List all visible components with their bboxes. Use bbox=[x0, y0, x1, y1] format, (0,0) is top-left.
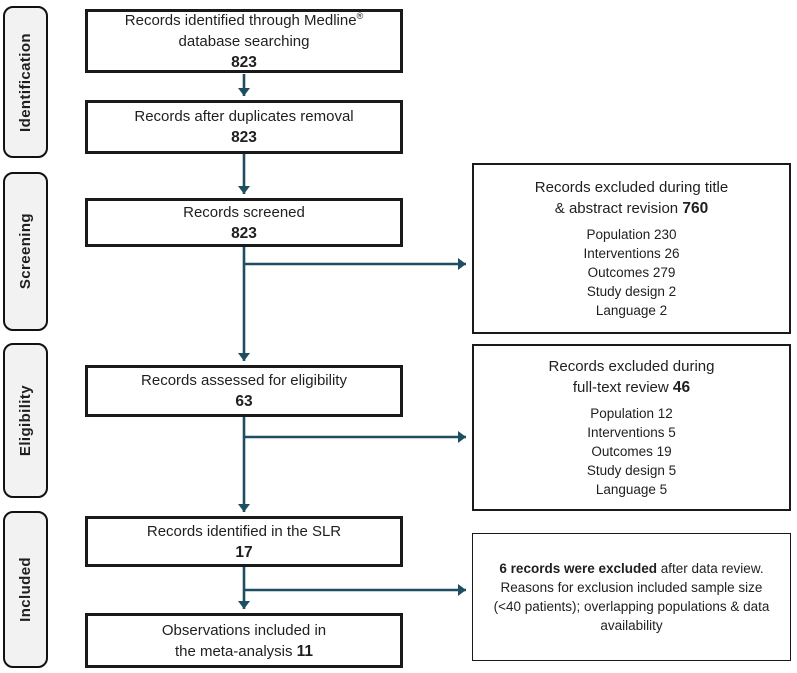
exclusion-title: Records excluded during title & abstract… bbox=[535, 177, 728, 219]
reason-label: Language bbox=[595, 482, 656, 497]
exclusion-title: Records excluded during full-text review… bbox=[549, 356, 715, 398]
flow-box-text: Records identified through Medline® bbox=[125, 10, 363, 31]
exclusion-box-data-review: 6 records were excluded after data revie… bbox=[472, 533, 791, 661]
stage-included: Included bbox=[3, 511, 48, 668]
reason-value: 26 bbox=[664, 246, 680, 261]
flow-box-text: the meta-analysis 11 bbox=[175, 641, 313, 662]
exclusion-box-full-text: Records excluded during full-text review… bbox=[472, 344, 791, 511]
exclusion-reason: Study design 5 bbox=[587, 461, 676, 480]
registered-trademark: ® bbox=[356, 10, 364, 21]
reason-label: Population bbox=[590, 406, 654, 421]
flow-box-line: Records assessed for eligibility bbox=[141, 372, 347, 389]
exclusion-reason: Language 5 bbox=[596, 480, 667, 499]
stage-label: Screening bbox=[17, 213, 34, 290]
reason-label: Language bbox=[595, 303, 656, 318]
exclusion-reason: Population 230 bbox=[586, 225, 676, 244]
reason-label: Population bbox=[586, 227, 651, 242]
reason-label: Interventions bbox=[587, 425, 665, 440]
exclusion-reason: Outcomes 19 bbox=[591, 442, 671, 461]
exclusion-title-text: & abstract revision bbox=[554, 200, 679, 217]
exclusion-title-line: full-text review 46 bbox=[549, 377, 715, 398]
reason-value: 5 bbox=[668, 463, 677, 478]
reason-value: 2 bbox=[668, 284, 677, 299]
exclusion-title-line: Records excluded during title bbox=[534, 179, 729, 196]
exclusion-box-title-abstract: Records excluded during title & abstract… bbox=[472, 163, 791, 334]
reason-label: Outcomes bbox=[587, 265, 650, 280]
stage-identification: Identification bbox=[3, 6, 48, 158]
stage-label: Included bbox=[17, 557, 34, 622]
flow-box-identified-slr: Records identified in the SLR 17 bbox=[85, 516, 403, 567]
flow-box-line: database searching bbox=[178, 32, 310, 50]
reason-value: 19 bbox=[656, 444, 672, 459]
flow-box-assessed-eligibility: Records assessed for eligibility 63 bbox=[85, 365, 403, 417]
exclusion-title-text: full-text review bbox=[572, 379, 669, 396]
stage-label: Identification bbox=[17, 32, 34, 132]
flow-box-line: Observations included in bbox=[161, 621, 327, 639]
exclusion-reason: Language 2 bbox=[596, 301, 667, 320]
exclusion-count: 760 bbox=[682, 200, 709, 217]
reason-label: Study design bbox=[586, 284, 665, 299]
reason-label: Interventions bbox=[583, 246, 661, 261]
reason-value: 12 bbox=[657, 406, 673, 421]
record-count: 823 bbox=[231, 129, 257, 146]
exclusion-count: 46 bbox=[672, 379, 691, 396]
flow-box-line: the meta-analysis bbox=[174, 642, 293, 660]
flow-box-line: Records screened bbox=[183, 203, 305, 221]
flow-box-records-screened: Records screened 823 bbox=[85, 198, 403, 247]
exclusion-title-line: & abstract revision 760 bbox=[535, 198, 728, 219]
exclusion-note-bold: 6 records were excluded bbox=[499, 561, 657, 576]
reason-label: Outcomes bbox=[591, 444, 653, 459]
stage-label: Eligibility bbox=[17, 384, 34, 457]
record-count: 11 bbox=[296, 642, 314, 660]
exclusion-reason: Outcomes 279 bbox=[588, 263, 676, 282]
reason-value: 5 bbox=[668, 425, 676, 440]
reason-value: 2 bbox=[659, 303, 668, 318]
exclusion-reason: Study design 2 bbox=[587, 282, 676, 301]
exclusion-title-line: Records excluded during bbox=[548, 358, 715, 375]
reason-value: 230 bbox=[654, 227, 677, 242]
exclusion-note-rest: after data review. Reasons for exclusion… bbox=[493, 561, 770, 633]
exclusion-reason: Population 12 bbox=[590, 404, 673, 423]
flow-box-records-identified: Records identified through Medline® data… bbox=[85, 9, 403, 73]
reason-value: 5 bbox=[659, 482, 668, 497]
flow-box-line: Records identified in the SLR bbox=[146, 522, 342, 540]
record-count: 63 bbox=[235, 393, 253, 410]
stage-screening: Screening bbox=[3, 172, 48, 331]
record-count: 823 bbox=[231, 224, 257, 242]
flow-box-duplicates-removed: Records after duplicates removal 823 bbox=[85, 100, 403, 154]
exclusion-reason: Interventions 26 bbox=[583, 244, 679, 263]
record-count: 17 bbox=[235, 543, 253, 561]
reason-value: 279 bbox=[652, 265, 676, 280]
stage-eligibility: Eligibility bbox=[3, 343, 48, 498]
exclusion-note-text: 6 records were excluded after data revie… bbox=[487, 559, 776, 635]
flow-box-line: Records identified through Medline bbox=[124, 11, 357, 29]
flow-box-line: Records after duplicates removal bbox=[134, 108, 354, 125]
reason-label: Study design bbox=[586, 463, 665, 478]
exclusion-reason: Interventions 5 bbox=[587, 423, 676, 442]
flow-box-meta-analysis: Observations included in the meta-analys… bbox=[85, 613, 403, 668]
record-count: 823 bbox=[231, 53, 257, 71]
